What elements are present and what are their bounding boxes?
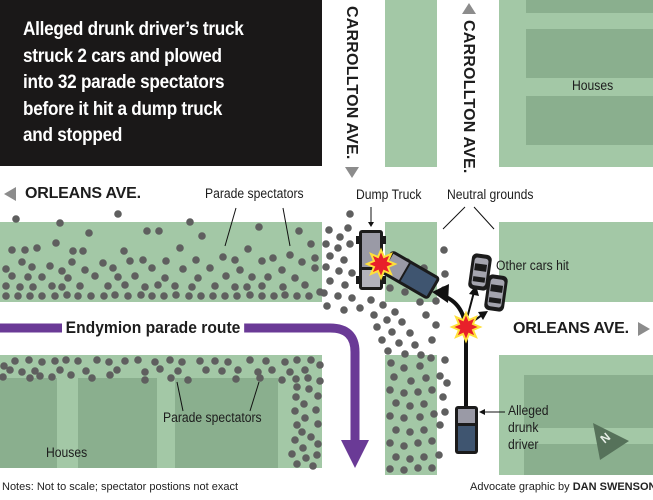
- leader-parade-spectators-4: [249, 381, 260, 412]
- house-bottom-right-1: [524, 375, 653, 428]
- leader-parade-spectators-1: [224, 207, 237, 247]
- parade-route-arrowhead-icon: [341, 440, 369, 468]
- label-neutral-grounds: Neutral grounds: [447, 187, 534, 202]
- label-houses-top-right: Houses: [572, 78, 614, 93]
- headline-box: Alleged drunk driver’s truck struck 2 ca…: [0, 0, 322, 166]
- leader-alleged-driver-arrow-icon: [479, 409, 485, 415]
- spectator-dots-bottom-left: [0, 356, 324, 470]
- footer-notes: Notes: Not to scale; spectator postions …: [2, 481, 239, 493]
- headline-line-5: and stopped: [23, 124, 123, 146]
- headline-line-1: Alleged drunk driver’s truck: [23, 18, 244, 40]
- house-bottom-left-3: [175, 378, 278, 468]
- headline-line-2: struck 2 cars and plowed: [23, 44, 222, 67]
- leader-parade-spectators-3: [176, 381, 184, 412]
- spectator-dots-carrollton-neutral-ground: [386, 354, 451, 474]
- label-dump-truck: Dump Truck: [356, 187, 422, 202]
- leader-dump-truck-arrow-icon: [368, 222, 374, 227]
- label-other-cars-hit: Other cars hit: [496, 258, 569, 273]
- label-endymion-parade-route: Endymion parade route: [62, 318, 245, 338]
- crash-burst-cars-icon: [449, 310, 483, 344]
- dump-truck-icon: [356, 230, 386, 290]
- street-label-orleans-east: ORLEANS AVE.: [513, 320, 629, 337]
- other-car-1-icon: [468, 253, 492, 291]
- house-top-right-3: [526, 96, 653, 145]
- footer-credit-prefix: Advocate graphic by: [470, 481, 570, 493]
- house-bottom-left-1: [0, 378, 57, 468]
- alleged-driver-truck-icon: [455, 406, 478, 454]
- house-bottom-right-2: [524, 444, 653, 475]
- label-parade-spectators-top: Parade spectators: [205, 186, 304, 201]
- headline-line-3: into 32 parade spectators: [23, 71, 225, 93]
- label-parade-spectators-bottom: Parade spectators: [163, 410, 262, 425]
- footer-credit-name: DAN SWENSON: [572, 481, 653, 493]
- crash-burst-dump-truck-icon: [364, 247, 398, 281]
- driver-path-arrow-right-icon: [478, 311, 488, 320]
- neutral-ground-orleans-east: [499, 222, 653, 302]
- parade-route-line: [0, 323, 360, 440]
- headline: Alleged drunk driver’s truck struck 2 ca…: [23, 16, 287, 149]
- leader-neutral-grounds-1: [442, 206, 466, 230]
- north-arrow-icon: [593, 423, 629, 460]
- house-bottom-left-2: [78, 378, 157, 468]
- label-houses-bottom-left: Houses: [46, 445, 88, 460]
- leader-parade-spectators-2: [282, 207, 291, 247]
- house-top-right-2: [526, 29, 653, 78]
- street-label-carrollton-north: CARROLLTON AVE.: [460, 20, 477, 174]
- headline-line-4: before it hit a dump truck: [23, 97, 223, 120]
- other-car-2-icon: [484, 274, 508, 312]
- street-label-carrollton-south: CARROLLTON AVE.: [343, 6, 360, 160]
- orleans-east-arrow-icon: [638, 322, 650, 336]
- neutral-ground-top: [385, 0, 437, 167]
- label-alleged-drunk-driver: Alleged drunk driver: [508, 402, 549, 453]
- driver-path-arrow-left-icon: [432, 284, 449, 303]
- footer-credit: Advocate graphic by DAN SWENSON: [470, 481, 653, 493]
- orleans-west-arrow-icon: [4, 187, 16, 201]
- leader-neutral-grounds-2: [473, 206, 495, 230]
- spectator-dots-orleans-west: [8, 210, 319, 262]
- carrollton-north-arrow-icon: [462, 3, 476, 14]
- label-alleged-drunk-driver-line-1: Alleged: [508, 403, 549, 418]
- house-top-right-1: [526, 0, 653, 13]
- label-alleged-drunk-driver-line-2: drunk: [508, 420, 539, 435]
- street-label-orleans-west: ORLEANS AVE.: [25, 185, 141, 202]
- carrollton-south-arrow-icon: [345, 167, 359, 178]
- label-alleged-drunk-driver-line-3: driver: [508, 437, 539, 452]
- spectator-dots-orleans-west-dense: [2, 254, 324, 300]
